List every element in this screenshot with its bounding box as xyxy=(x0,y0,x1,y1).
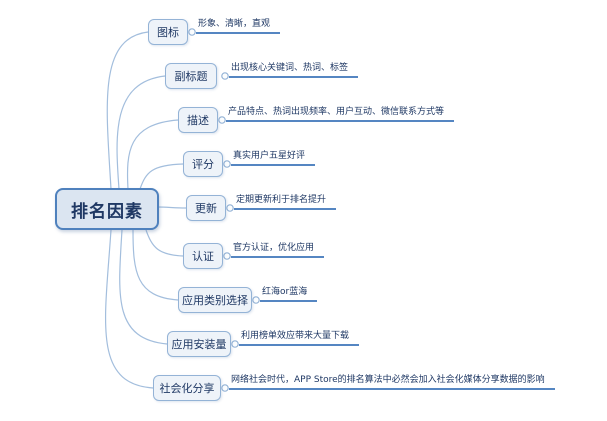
connector-line-subtitle xyxy=(116,75,166,190)
branch-handle-installs[interactable] xyxy=(231,340,239,348)
branch-handle-update[interactable] xyxy=(226,204,234,212)
connector-line-icon xyxy=(106,31,149,190)
branch-handle-subtitle[interactable] xyxy=(221,72,229,80)
connector-line-social xyxy=(105,229,154,389)
connector-line-installs xyxy=(119,229,168,345)
branch-node-social[interactable]: 社会化分享 xyxy=(153,375,221,401)
branch-node-subtitle[interactable]: 副标题 xyxy=(165,63,217,89)
branch-note-description[interactable]: 产品特点、热词出现频率、用户互动、微信联系方式等 xyxy=(226,106,455,122)
branch-note-certification[interactable]: 官方认证，优化应用 xyxy=(231,242,325,258)
branch-node-icon[interactable]: 图标 xyxy=(148,19,188,45)
branch-note-icon[interactable]: 形象、清晰，直观 xyxy=(196,18,281,34)
branch-note-subtitle[interactable]: 出现核心关键词、热词、标签 xyxy=(229,62,359,78)
connector-line-rating xyxy=(139,163,184,190)
connector-line-description xyxy=(126,119,179,190)
branch-node-rating[interactable]: 评分 xyxy=(183,151,223,177)
branch-node-update[interactable]: 更新 xyxy=(186,195,226,221)
branch-handle-certification[interactable] xyxy=(223,252,231,260)
connector-line-certification xyxy=(145,229,184,257)
root-node-ranking-factors[interactable]: 排名因素 xyxy=(55,188,159,230)
branch-node-certification[interactable]: 认证 xyxy=(183,243,223,269)
branch-handle-social[interactable] xyxy=(221,384,229,392)
connector-line-category xyxy=(132,229,179,301)
connector-line-update xyxy=(157,206,187,209)
branch-note-installs[interactable]: 利用榜单效应带来大量下载 xyxy=(239,330,360,346)
branch-node-description[interactable]: 描述 xyxy=(178,107,218,133)
branch-handle-rating[interactable] xyxy=(223,160,231,168)
branch-handle-category[interactable] xyxy=(252,296,260,304)
branch-note-category[interactable]: 红海or蓝海 xyxy=(260,286,318,302)
branch-node-installs[interactable]: 应用安装量 xyxy=(167,331,231,357)
branch-node-category[interactable]: 应用类别选择 xyxy=(178,287,252,313)
branch-handle-icon[interactable] xyxy=(188,28,196,36)
branch-note-social[interactable]: 网络社会时代，APP Store的排名算法中必然会加入社会化媒体分享数据的影响 xyxy=(229,374,555,390)
branch-note-rating[interactable]: 真实用户五星好评 xyxy=(231,150,316,166)
branch-handle-description[interactable] xyxy=(218,116,226,124)
branch-note-update[interactable]: 定期更新利于排名提升 xyxy=(234,194,337,210)
